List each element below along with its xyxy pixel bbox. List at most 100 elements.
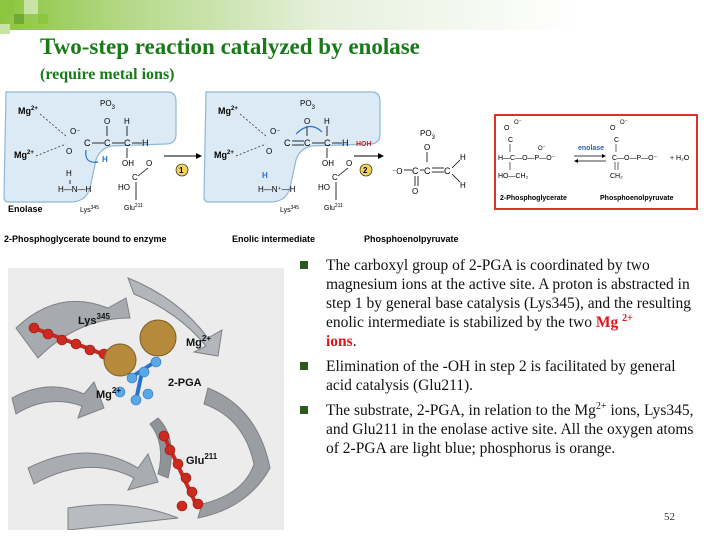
decor-square	[38, 14, 48, 24]
header-gradient-bar	[0, 0, 720, 30]
enzyme-name: enolase	[578, 145, 604, 152]
enolase-active-site-figure: Lys345 Mg2+ 2-PGA Mg2+ Glu211	[8, 268, 284, 530]
svg-text:C: C	[412, 166, 419, 176]
caption-panel3: Phosphoenolpyruvate	[364, 234, 459, 244]
svg-text:C: C	[324, 138, 331, 148]
fig-mg-label-bottom: Mg2+	[96, 386, 121, 401]
bullet-item: Elimination of the -OH in step 2 is faci…	[298, 357, 698, 395]
protein-ribbon	[67, 504, 179, 530]
svg-text:+ H₂O: + H₂O	[670, 155, 690, 162]
lys345-residue	[28, 322, 110, 360]
slide-title: Two-step reaction catalyzed by enolase	[40, 34, 420, 59]
mg-ion-sphere	[139, 319, 177, 357]
svg-text:H: H	[324, 117, 330, 126]
decor-square	[0, 0, 14, 14]
svg-text:O: O	[66, 147, 72, 156]
mg-ions-highlight: Mg 2+ ions	[326, 312, 633, 350]
svg-text:C: C	[304, 138, 311, 148]
svg-text:2: 2	[363, 166, 368, 175]
svg-text:O: O	[412, 187, 418, 196]
svg-text:C: C	[424, 166, 431, 176]
mg-ion-top-2: Mg2+	[218, 106, 238, 116]
bullet-list: The carboxyl group of 2-PGA is coordinat…	[298, 256, 698, 464]
svg-text:C—O—P—O⁻: C—O—P—O⁻	[612, 155, 658, 162]
svg-text:O: O	[504, 125, 510, 132]
caption-panel1: 2-Phosphoglycerate bound to enzyme	[4, 234, 167, 244]
svg-text:O: O	[304, 117, 310, 126]
page-number: 52	[664, 511, 675, 523]
svg-text:Glu211: Glu211	[324, 203, 343, 212]
svg-text:O: O	[346, 159, 352, 168]
svg-text:O⁻: O⁻	[270, 127, 280, 136]
svg-text:HO: HO	[118, 183, 130, 192]
svg-text:HO—CH₂: HO—CH₂	[498, 173, 529, 180]
svg-text:H: H	[342, 138, 349, 148]
svg-text:H—N⁺—H: H—N⁺—H	[258, 185, 296, 194]
caption-panel2: Enolic intermediate	[232, 234, 315, 244]
protein-ribbon	[11, 381, 105, 419]
fig-lys-label: Lys345	[78, 312, 110, 327]
svg-text:PO3: PO3	[300, 99, 316, 111]
svg-text:O⁻: O⁻	[538, 146, 546, 152]
svg-text:Lys345: Lys345	[280, 205, 299, 214]
svg-text:HOH: HOH	[356, 141, 372, 148]
svg-text:1: 1	[179, 166, 184, 175]
mg-ion-sphere	[103, 343, 137, 377]
enzyme-pocket-2	[203, 91, 381, 203]
svg-text:H—N—H: H—N—H	[58, 185, 92, 194]
svg-text:O⁻: O⁻	[620, 120, 628, 126]
mg-ion-top-1: Mg2+	[18, 106, 38, 116]
reactant-label: 2-Phosphoglycerate	[500, 195, 567, 202]
enzyme-label: Enolase	[8, 204, 43, 214]
equation-box: O O⁻ C H—C—O—P—O⁻ HO—CH₂ O⁻ enolase O O⁻ C…	[494, 114, 698, 210]
svg-text:C: C	[508, 137, 513, 144]
protein-ribbon	[127, 277, 223, 357]
svg-text:HO: HO	[318, 183, 330, 192]
svg-text:C: C	[284, 138, 291, 148]
2pga-substrate	[114, 356, 162, 406]
svg-text:C: C	[444, 166, 451, 176]
svg-text:H: H	[460, 181, 466, 190]
step1-marker	[175, 163, 189, 177]
svg-text:H: H	[262, 171, 268, 180]
svg-text:C: C	[132, 173, 138, 182]
svg-text:PO3: PO3	[100, 99, 116, 111]
bullet-item: The carboxyl group of 2-PGA is coordinat…	[298, 256, 698, 351]
mg-ion-bottom-1: Mg2+	[14, 150, 34, 160]
protein-ribbon	[27, 452, 159, 491]
svg-text:OH: OH	[322, 159, 334, 168]
svg-text:⁻O: ⁻O	[392, 167, 402, 176]
svg-text:C: C	[614, 137, 619, 144]
svg-text:O: O	[104, 117, 110, 126]
svg-text:C: C	[84, 138, 91, 148]
fig-glu-label: Glu211	[186, 452, 218, 467]
decor-square	[24, 0, 38, 14]
bullet-item: The substrate, 2-PGA, in relation to the…	[298, 401, 698, 458]
fig-mg-label-top: Mg2+	[186, 334, 211, 349]
fig-pga-label: 2-PGA	[168, 377, 202, 389]
svg-text:O⁻: O⁻	[514, 120, 522, 126]
decor-square	[14, 14, 24, 24]
bullet-marker	[300, 406, 308, 414]
mg-ion-bottom-2: Mg2+	[214, 150, 234, 160]
protein-ribbon	[197, 387, 271, 519]
svg-text:Glu211: Glu211	[124, 203, 143, 212]
decor-square	[0, 24, 10, 34]
svg-text:O: O	[266, 147, 272, 156]
reaction-mechanism-scheme: Mg2+ Mg2+ O⁻ O C C C H PO3 O H OH H H—N—…	[3, 91, 466, 244]
bullet-marker	[300, 261, 308, 269]
svg-text:O: O	[610, 125, 616, 132]
svg-text:C: C	[104, 138, 111, 148]
svg-text:H—C—O—P—O⁻: H—C—O—P—O⁻	[498, 155, 556, 162]
bullet-marker	[300, 362, 308, 370]
svg-text:O⁻: O⁻	[70, 127, 80, 136]
svg-text:H: H	[142, 138, 149, 148]
slide-subtitle: (require metal ions)	[40, 66, 175, 83]
svg-text:H: H	[124, 117, 130, 126]
svg-text:O: O	[146, 159, 152, 168]
product-label: Phosphoenolpyruvate	[600, 195, 674, 202]
svg-text:H: H	[66, 169, 72, 178]
svg-text:C: C	[124, 138, 131, 148]
svg-text:C: C	[332, 173, 338, 182]
